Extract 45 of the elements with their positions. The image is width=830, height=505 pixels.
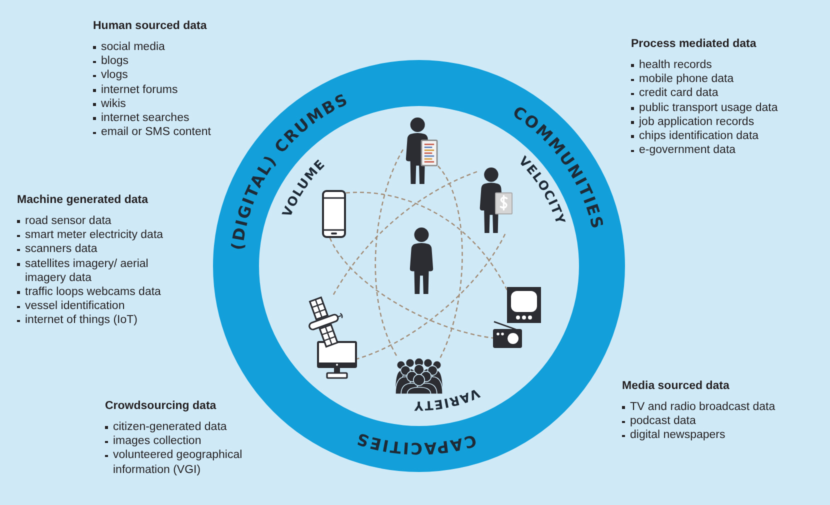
- list-item: digital newspapers: [622, 428, 726, 443]
- list-item: internet searches: [93, 111, 190, 126]
- television-icon: [507, 287, 541, 323]
- list-item: scanners data: [17, 242, 98, 257]
- section-heading: Process mediated data: [631, 37, 756, 51]
- list-item: citizen-generated data: [105, 420, 227, 434]
- list-item: social media: [93, 40, 165, 54]
- list-item: health records: [631, 58, 712, 72]
- dashed-arc: [356, 234, 506, 360]
- list-item: chips identification data: [631, 129, 759, 144]
- list-item: internet forums: [93, 82, 178, 97]
- section-heading: Crowdsourcing data: [105, 399, 216, 413]
- person-with-tablet-icon: [403, 117, 438, 185]
- dashed-arc: [374, 149, 404, 358]
- dashed-arc: [437, 166, 463, 358]
- list-item: credit card data: [631, 86, 718, 101]
- list-item: smart meter electricity data: [17, 228, 164, 242]
- list-item: public transport usage data: [631, 100, 778, 115]
- list-item: road sensor data: [17, 214, 112, 228]
- ring-label: CAPACITIES: [353, 428, 479, 458]
- list-item: e-government data: [631, 143, 736, 158]
- list-item: vessel identification: [17, 299, 125, 314]
- person-with-dollar-card-icon: [477, 167, 513, 234]
- list-item: TV and radio broadcast data: [622, 400, 776, 414]
- list-item: job application records: [631, 114, 754, 130]
- list-item: podcast data: [622, 414, 696, 428]
- section-heading: Media sourced data: [622, 379, 730, 393]
- list-item: vlogs: [93, 68, 128, 83]
- list-item: images collection: [105, 434, 202, 448]
- radio-icon: [493, 321, 522, 348]
- list-item: mobile phone data: [631, 72, 734, 86]
- dashed-arc: [329, 238, 494, 339]
- section-heading: Human sourced data: [93, 19, 207, 33]
- dashed-arc: [346, 192, 508, 290]
- dashed-arc: [332, 171, 478, 296]
- list-item: volunteered geographical information (VGI): [105, 448, 275, 477]
- person-icon: [407, 227, 436, 295]
- list-item: wikis: [93, 96, 126, 112]
- monitor-icon: [317, 341, 357, 379]
- list-item: blogs: [93, 54, 128, 68]
- section-heading: Machine generated data: [17, 193, 148, 207]
- list-item: traffic loops webcams data: [17, 285, 161, 300]
- arc-label: VARIETY: [413, 386, 482, 414]
- list-item: email or SMS content: [93, 125, 211, 140]
- list-item: internet of things (IoT): [17, 313, 138, 328]
